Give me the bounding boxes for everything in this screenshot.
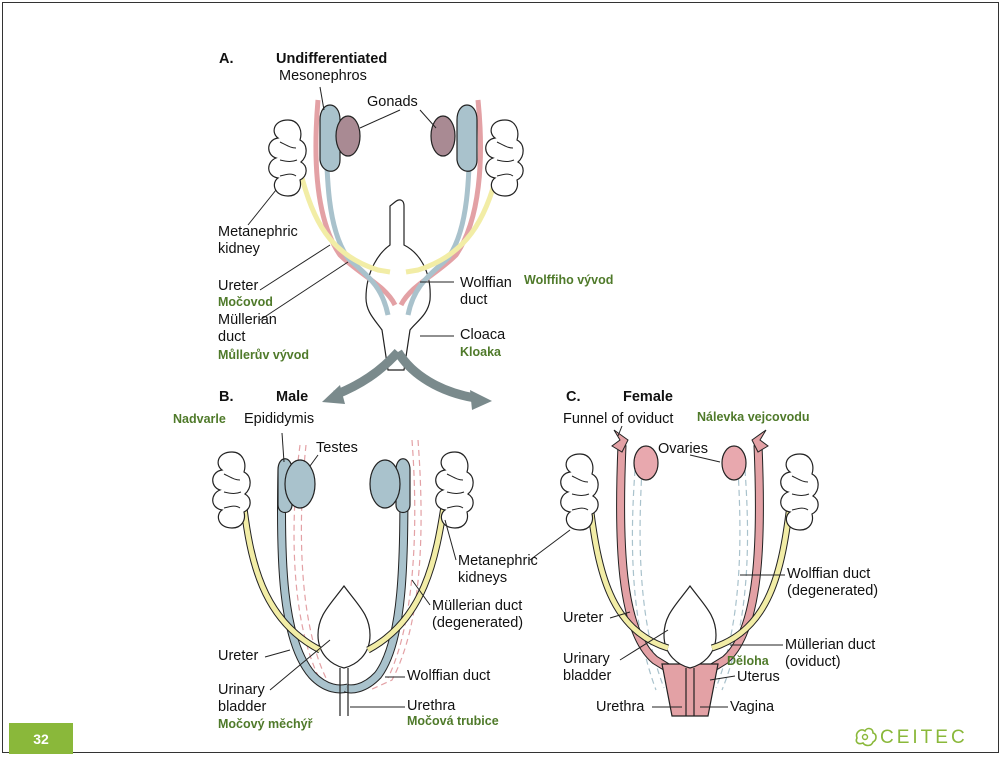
label-mullerian-a-2: duct [218,329,245,346]
label-ureter-c: Ureter [563,610,603,627]
label-mullerian-c-2: (oviduct) [785,654,841,671]
uterus-vagina [662,664,718,716]
label-epididymis-cz: Nadvarle [173,412,226,427]
label-cloaca-cz: Kloaka [460,345,501,360]
label-cloaca: Cloaca [460,327,505,344]
label-ureter-b: Ureter [218,648,258,665]
testis-right [370,460,400,508]
label-urethra-b: Urethra [407,698,455,715]
label-bladder-b-2: bladder [218,699,266,716]
label-mullerian-b-1: Müllerian duct [432,598,522,615]
label-wolffian-a-2: duct [460,292,487,309]
label-metanephric-kidney-2: kidney [218,241,260,258]
label-metanephric-kidneys-1: Metanephric [458,553,538,570]
bladder-b [318,586,370,668]
label-ureter-a-cz: Močovod [218,295,273,310]
label-urethra-b-cz: Močová trubice [407,714,499,729]
ovary-right [722,446,746,480]
label-mullerian-b-2: (degenerated) [432,615,523,632]
label-mullerian-a-1: Müllerian [218,312,277,329]
panel-c-letter: C. [566,389,581,406]
label-wolffian-c-1: Wolffian duct [787,566,870,583]
label-ovaries: Ovaries [658,441,708,458]
gonad-right [431,116,455,156]
label-wolffian-a-cz: Wolffiho vývod [524,273,613,288]
label-mesonephros: Mesonephros [279,68,367,85]
label-bladder-b-cz: Močový měchýř [218,717,312,732]
arrow-to-male [335,352,398,395]
gonad-left [336,116,360,156]
label-bladder-c-1: Urinary [563,651,610,668]
label-uterus-cz: Děloha [727,654,769,669]
label-urethra-c: Urethra [596,699,644,716]
label-uterus: Uterus [737,669,780,686]
bladder-c [664,586,716,668]
label-funnel-cz: Nálevka vejcovodu [697,410,810,425]
label-vagina: Vagina [730,699,774,716]
mesonephros-right [457,105,477,171]
panel-b-title: Male [276,389,308,406]
label-mullerian-c-1: Müllerian duct [785,637,875,654]
page-number: 32 [9,723,73,754]
panel-b-letter: B. [219,389,234,406]
label-epididymis: Epididymis [244,411,314,428]
label-bladder-b-1: Urinary [218,682,265,699]
logo-text: CEITEC [880,727,968,749]
label-bladder-c-2: bladder [563,668,611,685]
ceitec-logo: CEITEC [852,727,968,749]
panel-c-title: Female [623,389,673,406]
ovary-left [634,446,658,480]
label-wolffian-c-2: (degenerated) [787,583,878,600]
label-testes: Testes [316,440,358,457]
label-wolffian-a-1: Wolffian [460,275,512,292]
panel-a-title: Undifferentiated [276,51,387,68]
testis-left [285,460,315,508]
label-ureter-a: Ureter [218,278,258,295]
label-metanephric-kidneys-2: kidneys [458,570,507,587]
label-funnel-of-oviduct: Funnel of oviduct [563,411,673,428]
label-gonads: Gonads [367,94,418,111]
label-wolffian-b: Wolffian duct [407,668,490,685]
label-mullerian-a-cz: Můllerův vývod [218,348,309,363]
panel-a-letter: A. [219,51,234,68]
label-metanephric-kidney-1: Metanephric [218,224,298,241]
